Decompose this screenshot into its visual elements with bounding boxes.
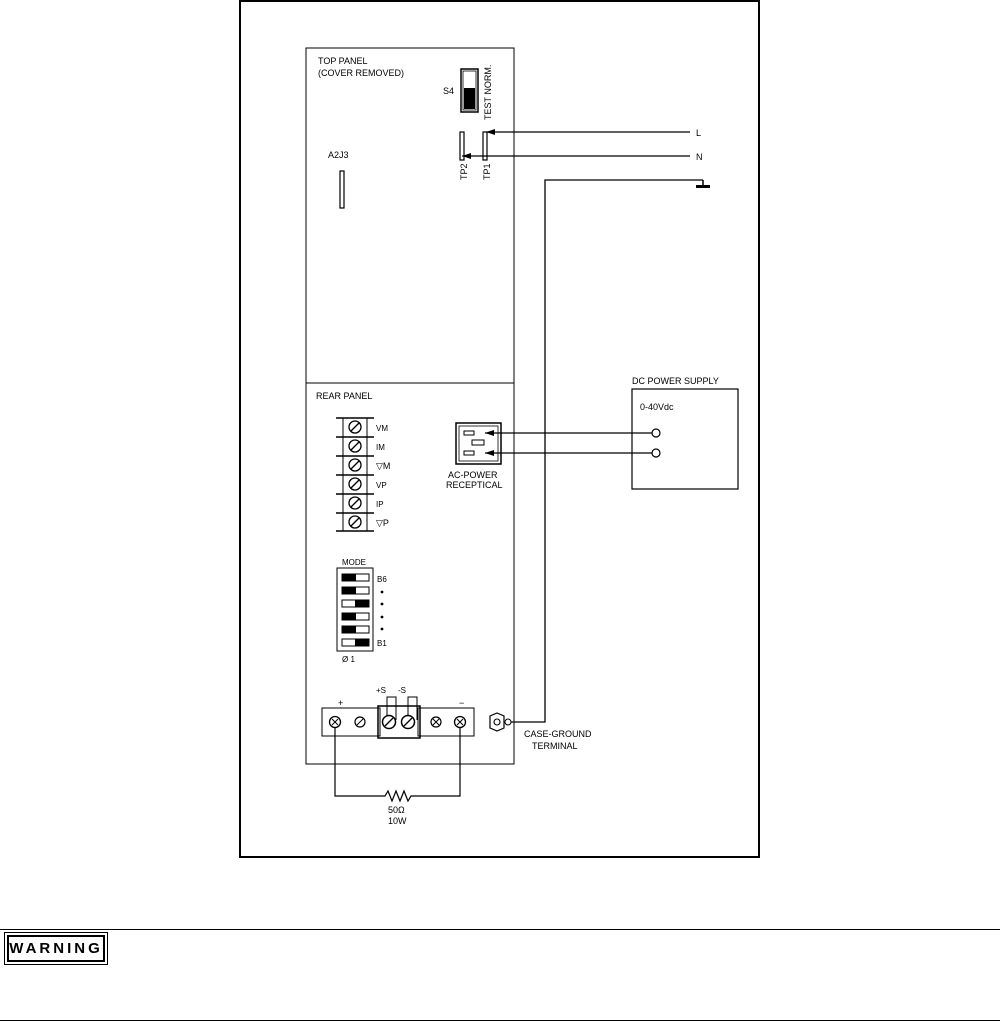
tp2-pin <box>459 131 465 161</box>
terminal-label-vm: VM <box>376 424 388 433</box>
mode-dot-icon <box>380 627 384 631</box>
terminal-screw-icon <box>348 458 362 472</box>
mode-scale-label: Ø 1 <box>342 655 355 664</box>
terminal-label-ip: IP <box>376 500 384 509</box>
mode-top-label: B6 <box>377 575 387 584</box>
sense-plus-jumper <box>386 696 397 720</box>
terminal-screw-icon <box>348 477 362 491</box>
a2j3-connector <box>339 170 345 209</box>
tp2-label: TP2 <box>459 163 469 180</box>
ground-wire <box>510 179 703 723</box>
dc-wire-positive-arrow <box>485 430 494 436</box>
mode-switch-icon <box>341 586 370 595</box>
terminal-screw-icon <box>348 439 362 453</box>
ground-symbol-icon <box>696 185 710 188</box>
terminal-block <box>336 417 374 532</box>
mode-label: MODE <box>342 558 366 567</box>
mode-switch-icon <box>341 625 370 634</box>
mode-bottom-label: B1 <box>377 639 387 648</box>
terminal-screw-icon <box>348 496 362 510</box>
mode-switch-icon <box>341 573 370 582</box>
sense-minus-jumper <box>407 696 418 720</box>
unit-outline <box>305 47 515 765</box>
rear-panel-title: REAR PANEL <box>316 391 372 401</box>
sense-plus-label: +S <box>376 686 386 695</box>
terminal-screw-icon <box>348 515 362 529</box>
wire-l-arrow <box>486 129 495 135</box>
mode-switch-bank <box>336 567 374 652</box>
sense-plus-terminal-icon <box>354 716 366 728</box>
ac-pin-top <box>463 430 475 436</box>
terminal-label-im: IM <box>376 443 385 452</box>
mode-dot-icon <box>380 602 384 606</box>
output-terminal-strip-left <box>321 707 381 737</box>
output-terminal-strip-right <box>417 707 475 737</box>
dc-supply-range: 0-40Vdc <box>640 402 674 412</box>
terminal-label-common-p: ▽P <box>376 518 389 528</box>
tp1-pin <box>482 131 488 161</box>
s4-switch-actuator <box>464 88 475 109</box>
ac-pin-bottom <box>463 450 475 456</box>
mode-switch-icon <box>341 638 370 647</box>
line-l-label: L <box>696 128 701 138</box>
dc-wire-negative-arrow <box>485 450 494 456</box>
ac-receptacle <box>455 422 502 465</box>
dc-supply-terminal-icon <box>651 448 661 458</box>
resistor-power: 10W <box>388 816 407 826</box>
output-plus-label: + <box>338 698 343 708</box>
mode-dot-icon <box>380 615 384 619</box>
warning-bottom-rule <box>0 1020 1000 1021</box>
sense-screw-icon <box>381 714 397 730</box>
case-ground-label-2: TERMINAL <box>532 741 578 751</box>
ac-pin-mid <box>471 439 485 446</box>
tp1-label: TP1 <box>482 163 492 180</box>
ac-receptacle-label-2: RECEPTICAL <box>446 480 503 490</box>
s4-switch-frame <box>462 70 477 111</box>
warning-top-rule <box>0 929 1000 930</box>
sense-minus-terminal-icon <box>430 716 442 728</box>
mode-switch-icon <box>341 599 370 608</box>
top-panel-subtitle: (COVER REMOVED) <box>318 68 404 78</box>
ac-receptacle-label-1: AC-POWER <box>448 470 498 480</box>
ac-receptacle-inner <box>458 425 499 462</box>
load-wire <box>334 728 461 803</box>
sense-screw-icon <box>400 714 416 730</box>
case-ground-wire-end <box>504 718 512 726</box>
s4-positions-label: TEST NORM. <box>483 65 493 120</box>
output-minus-label: − <box>459 698 464 708</box>
output-plus-terminal-icon <box>328 715 342 729</box>
line-n-label: N <box>696 152 703 162</box>
wire-n-arrow <box>462 153 471 159</box>
resistor-value: 50Ω <box>388 805 405 815</box>
case-ground-terminal-icon <box>489 712 505 732</box>
dc-supply-box <box>631 388 739 490</box>
dc-supply-title: DC POWER SUPPLY <box>632 376 719 386</box>
dc-supply-terminal-icon <box>651 428 661 438</box>
terminal-label-vp: VP <box>376 481 387 490</box>
case-ground-label-1: CASE-GROUND <box>524 729 592 739</box>
s4-label: S4 <box>443 86 454 96</box>
output-minus-terminal-icon <box>453 715 467 729</box>
terminal-screw-icon <box>348 420 362 434</box>
top-panel-title: TOP PANEL <box>318 56 368 66</box>
warning-label: WARNING <box>4 932 108 965</box>
sense-minus-label: -S <box>398 686 406 695</box>
mode-dot-icon <box>380 590 384 594</box>
a2j3-label: A2J3 <box>328 150 349 160</box>
sense-terminal-strip <box>377 705 421 739</box>
figure-frame <box>239 0 760 858</box>
mode-switch-icon <box>341 612 370 621</box>
terminal-label-common-m: ▽M <box>376 461 390 471</box>
